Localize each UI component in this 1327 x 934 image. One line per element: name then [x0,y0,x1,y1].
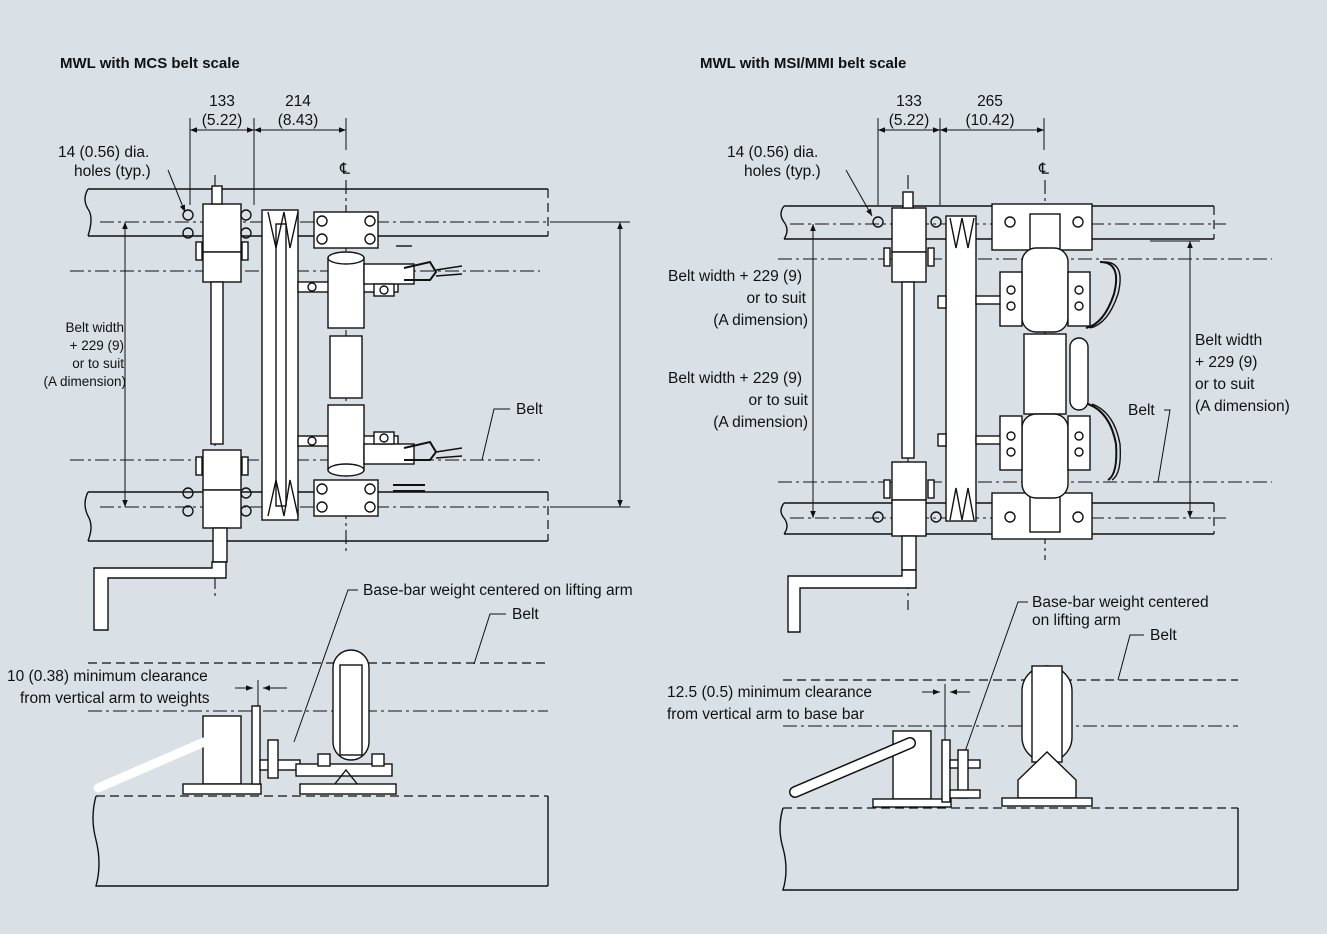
right-clearance-label-2: from vertical arm to base bar [667,706,864,723]
svg-text:or to suit: or to suit [72,356,124,371]
right-belt-width-label-a: Belt width + 229 (9) or to suit (A dimen… [668,268,808,329]
right-base-bar-note-2: on lifting arm [1032,612,1121,629]
svg-text:Belt width: Belt width [65,320,124,335]
svg-text:Belt width + 229 (9): Belt width + 229 (9) [668,370,802,387]
left-cross-shaft [210,281,224,445]
left-clearance-label-2: from vertical arm to weights [20,690,210,707]
right-belt-width-label-c: Belt width + 229 (9) or to suit (A dimen… [1195,332,1290,415]
right-holes-label-2: holes (typ.) [744,163,821,180]
right-belt-scale [991,203,1122,540]
right-diagram: MWL with MSI/MMI belt scale 133 (5.22) 2… [667,55,1290,891]
svg-text:Belt width: Belt width [1195,332,1262,349]
right-bearing-bottom [872,461,942,571]
right-belt-label: Belt [1128,402,1155,419]
left-dim-133: 133 [209,93,235,110]
right-crank-handle [787,569,917,633]
left-clearance-label-1: 10 (0.38) minimum clearance [7,668,208,685]
left-top-dimensions: 133 (5.22) 214 (8.43) [189,93,347,205]
svg-text:or to suit: or to suit [749,392,809,409]
right-bearing-top [872,191,942,283]
left-belt-scale [313,211,463,517]
right-belt-width-label-b: Belt width + 229 (9) or to suit (A dimen… [668,370,809,431]
svg-text:+ 229 (9): + 229 (9) [70,338,124,353]
svg-text:Belt width + 229 (9): Belt width + 229 (9) [668,268,802,285]
right-side-view: Base-bar weight centered on lifting arm … [667,594,1239,891]
svg-text:(A dimension): (A dimension) [43,374,126,389]
svg-text:or to suit: or to suit [1195,376,1255,393]
right-base-bar-note-1: Base-bar weight centered [1032,594,1209,611]
left-base-bar-note: Base-bar weight centered on lifting arm [363,582,633,599]
right-top-dimensions: 133 (5.22) 265 (10.42) [877,93,1045,205]
right-centerline-symbol: ℄ [1038,161,1050,178]
left-centerline-symbol: ℄ [339,161,351,178]
svg-text:+ 229 (9): + 229 (9) [1195,354,1257,371]
left-bearing-bottom [182,449,252,563]
left-lower-belt-label: Belt [512,606,539,623]
left-diagram: MWL with MCS belt scale 133 (5.22) 214 (… [7,55,633,887]
right-lifting-frame [937,215,1025,522]
right-lower-belt-label: Belt [1150,627,1177,644]
left-side-view: Base-bar weight centered on lifting arm … [7,582,633,887]
left-dim-522: (5.22) [202,112,243,129]
right-dim-133: 133 [896,93,922,110]
svg-text:(A dimension): (A dimension) [713,312,808,329]
svg-text:(A dimension): (A dimension) [713,414,808,431]
svg-text:(A dimension): (A dimension) [1195,398,1290,415]
left-title: MWL with MCS belt scale [60,55,240,72]
left-belt-label: Belt [516,401,543,418]
left-bearing-top [182,185,252,283]
right-cross-shaft [901,281,915,459]
right-dim-1042: (10.42) [965,112,1014,129]
right-dim-522: (5.22) [889,112,930,129]
svg-text:or to suit: or to suit [747,290,807,307]
left-holes-label-1: 14 (0.56) dia. [58,144,149,161]
left-dim-214: 214 [285,93,311,110]
left-holes-label-2: holes (typ.) [74,163,151,180]
left-dim-843: (8.43) [278,112,319,129]
right-holes-label-1: 14 (0.56) dia. [727,144,818,161]
left-crank-handle [93,561,227,631]
left-belt-width-label: Belt width + 229 (9) or to suit (A dimen… [43,320,126,389]
right-title: MWL with MSI/MMI belt scale [700,55,906,72]
right-dim-265: 265 [977,93,1003,110]
right-clearance-label-1: 12.5 (0.5) minimum clearance [667,684,872,701]
